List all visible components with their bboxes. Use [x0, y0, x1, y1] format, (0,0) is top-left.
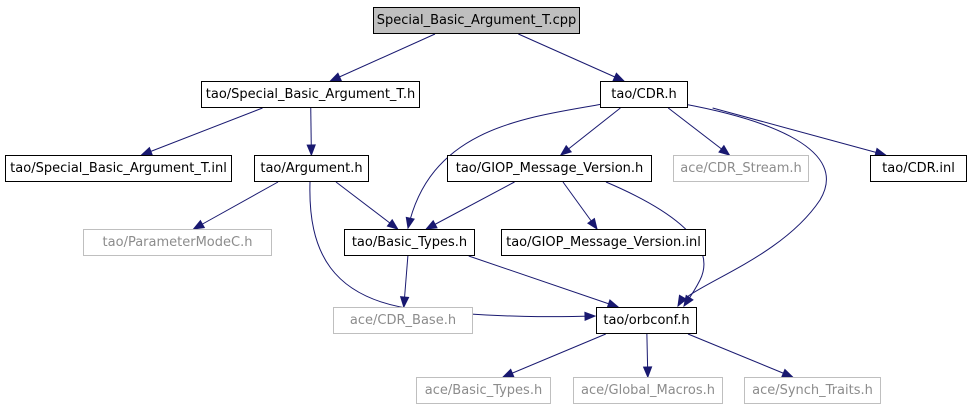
- node-global-macros-h: ace/Global_Macros.h: [573, 377, 723, 404]
- edge-cdr_h-to-basic_types_h: [407, 103, 604, 229]
- arrowhead-basic_types_h-to-cdr_base_h: [399, 296, 410, 309]
- edge-argument_h-to-paramode_h: [193, 181, 279, 230]
- edge-cdr_h-to-orbconf_h: [677, 103, 827, 307]
- node-cdr-stream-h: ace/CDR_Stream.h: [673, 155, 809, 182]
- arrowhead-orbconf_h-to-ace_basic_types_h: [501, 368, 515, 378]
- arrowhead-cdr_h-to-cdr_stream_h: [718, 144, 731, 156]
- edge-root-to-cdr_h: [518, 33, 625, 82]
- node-cdr-inl[interactable]: tao/CDR.inl: [870, 155, 967, 182]
- edge-giop_h-to-orbconf_h: [605, 181, 705, 307]
- node-giop-inl[interactable]: tao/GIOP_Message_Version.inl: [501, 229, 706, 256]
- edge-argument_h-to-basic_types_h: [335, 181, 399, 230]
- arrowhead-root-to-cdr_h: [612, 72, 626, 82]
- edge-cdr_h-to-cdr_stream_h: [667, 107, 730, 156]
- node-giop-h[interactable]: tao/GIOP_Message_Version.h: [447, 155, 652, 182]
- node-paramode-h: tao/ParameterModeC.h: [83, 229, 272, 256]
- node-synch-traits-h: ace/Synch_Traits.h: [744, 377, 881, 404]
- edge-sbat_h-to-sbat_inl: [141, 107, 263, 156]
- arrowhead-sbat_h-to-argument_h: [306, 144, 316, 157]
- arrowhead-cdr_h-to-giop_h: [559, 144, 573, 156]
- arrowhead-sbat_h-to-sbat_inl: [140, 146, 154, 156]
- arrowhead-cdr_h-to-basic_types_h: [405, 216, 415, 230]
- node-cdr-h[interactable]: tao/CDR.h: [600, 81, 688, 108]
- node-sbat-h[interactable]: tao/Special_Basic_Argument_T.h: [201, 81, 420, 108]
- node-root: Special_Basic_Argument_T.cpp: [373, 7, 580, 34]
- node-ace-basic-types-h: ace/Basic_Types.h: [416, 377, 551, 404]
- arrowhead-root-to-sbat_h: [329, 72, 342, 82]
- arrowhead-argument_h-to-orbconf_h: [584, 311, 597, 322]
- node-cdr-base-h: ace/CDR_Base.h: [333, 307, 473, 334]
- arrowhead-orbconf_h-to-global_macros_h: [642, 366, 653, 379]
- edge-root-to-sbat_h: [330, 33, 436, 82]
- edge-orbconf_h-to-synch_traits_h: [687, 333, 793, 378]
- arrowhead-cdr_h-to-orbconf_h: [677, 294, 688, 308]
- edge-basic_types_h-to-orbconf_h: [468, 255, 619, 308]
- arrowhead-argument_h-to-paramode_h: [192, 219, 206, 230]
- arrowhead-giop_h-to-basic_types_h: [425, 219, 438, 230]
- edge-giop_h-to-basic_types_h: [426, 181, 515, 230]
- node-sbat-inl[interactable]: tao/Special_Basic_Argument_T.inl: [5, 155, 232, 182]
- arrowhead-orbconf_h-to-synch_traits_h: [781, 368, 794, 378]
- edge-orbconf_h-to-ace_basic_types_h: [502, 333, 606, 378]
- edge-cdr_h-to-cdr_inl: [712, 107, 886, 156]
- edge-cdr_h-to-giop_h: [560, 107, 621, 156]
- node-orbconf-h[interactable]: tao/orbconf.h: [596, 307, 697, 334]
- arrowhead-giop_h-to-giop_inl: [587, 217, 598, 231]
- arrowhead-argument_h-to-basic_types_h: [386, 218, 399, 230]
- node-argument-h[interactable]: tao/Argument.h: [254, 155, 369, 182]
- arrowhead-giop_h-to-orbconf_h: [683, 294, 694, 308]
- node-basic-types-h[interactable]: tao/Basic_Types.h: [344, 229, 475, 256]
